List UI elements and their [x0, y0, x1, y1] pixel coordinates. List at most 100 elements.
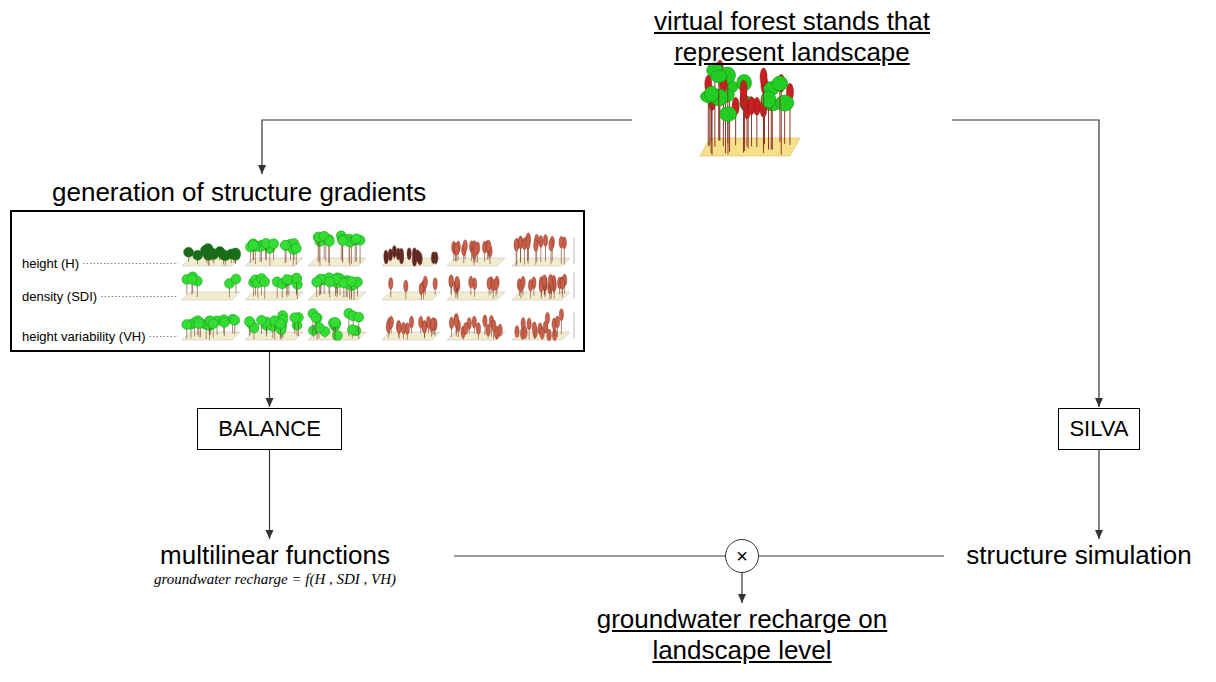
art-stroke — [431, 318, 435, 330]
art-stroke — [389, 278, 393, 290]
art-stroke — [426, 316, 430, 328]
leader-line — [101, 296, 178, 297]
row-label: height (H) — [22, 256, 79, 271]
node-label: groundwater recharge = f(H , SDI , VH) — [100, 571, 450, 588]
flow-connector — [262, 120, 632, 174]
art-stroke — [709, 97, 710, 146]
art-stroke — [338, 236, 348, 246]
node-label: virtual forest stands that represent lan… — [632, 6, 952, 68]
art-stroke — [269, 239, 279, 249]
art-stroke — [433, 278, 437, 290]
art-stroke — [208, 319, 218, 329]
art-stroke — [245, 332, 303, 340]
flow-connector — [759, 555, 944, 556]
art-stroke — [184, 247, 194, 257]
art-stroke — [404, 280, 408, 292]
art-stroke — [409, 316, 413, 328]
art-stroke — [559, 236, 563, 248]
art-stroke — [492, 320, 496, 332]
art-stroke — [275, 319, 285, 329]
art-stroke — [219, 317, 229, 327]
art-stroke — [407, 248, 411, 260]
art-stroke — [711, 70, 727, 83]
art-stroke — [474, 243, 478, 255]
art-stroke — [574, 238, 575, 264]
art-stroke — [552, 329, 556, 341]
art-stroke — [528, 279, 532, 291]
flow-connector — [269, 450, 270, 539]
art-stroke — [574, 272, 575, 298]
art-stroke — [549, 239, 553, 251]
art-stroke — [539, 235, 543, 247]
art-stroke — [280, 240, 290, 250]
art-stroke — [182, 320, 192, 330]
node-label: structure simulation — [948, 540, 1210, 571]
art-stroke — [354, 312, 364, 322]
node-label: SILVA — [1069, 416, 1128, 442]
art-stroke — [331, 318, 341, 328]
art-stroke — [469, 276, 473, 288]
art-stroke — [187, 274, 197, 284]
art-stroke — [401, 322, 405, 334]
art-stroke — [244, 317, 254, 327]
art-stroke — [487, 278, 491, 290]
art-stroke — [256, 315, 266, 325]
result-text: structure simulation — [948, 540, 1210, 571]
art-stroke — [463, 240, 467, 252]
art-stroke — [311, 312, 321, 322]
art-stroke — [230, 315, 240, 325]
row-label: height variability (VH) — [22, 329, 146, 344]
process-box: SILVA — [1058, 408, 1140, 450]
art-stroke — [290, 313, 300, 323]
art-stroke — [384, 252, 388, 264]
art-stroke — [532, 322, 536, 334]
art-stroke — [422, 321, 426, 333]
art-stroke — [397, 322, 401, 334]
art-stroke — [392, 245, 396, 257]
art-stroke — [574, 312, 575, 338]
art-stroke — [772, 105, 773, 150]
row-label: density (SDI) — [22, 289, 97, 304]
art-stroke — [760, 68, 767, 86]
art-stroke — [719, 107, 737, 122]
art-stroke — [182, 292, 240, 300]
art-stroke — [346, 276, 356, 286]
art-stroke — [325, 277, 335, 287]
flow-connector — [454, 555, 725, 556]
art-stroke — [540, 327, 544, 339]
art-stroke — [526, 237, 530, 249]
flow-connector — [1098, 450, 1099, 539]
leader-line — [150, 336, 178, 337]
art-stroke — [527, 318, 531, 330]
art-stroke — [449, 317, 453, 329]
art-stroke — [351, 234, 361, 244]
art-stroke — [194, 318, 204, 328]
art-stroke — [523, 326, 527, 338]
art-stroke — [483, 315, 487, 327]
art-stroke — [534, 240, 538, 252]
art-stroke — [389, 316, 393, 328]
art-stroke — [560, 278, 564, 290]
process-box: BALANCE — [197, 408, 342, 450]
art-stroke — [454, 315, 458, 327]
art-stroke — [560, 277, 564, 289]
node-label: groundwater recharge on landscape level — [582, 604, 902, 666]
art-stroke — [521, 276, 525, 288]
art-stroke — [718, 76, 719, 140]
art-stroke — [464, 322, 468, 334]
art-stroke — [476, 323, 480, 335]
art-stroke — [291, 243, 301, 253]
art-stroke — [449, 276, 453, 288]
node-label: × — [736, 546, 748, 566]
art-stroke — [514, 239, 518, 251]
art-stroke — [347, 325, 357, 335]
art-stroke — [282, 274, 292, 284]
art-stroke — [740, 80, 747, 98]
art-stroke — [226, 249, 236, 259]
art-stroke — [455, 276, 459, 288]
result-text: multilinear functionsgroundwater recharg… — [100, 540, 450, 588]
art-stroke — [418, 253, 422, 265]
flow-connector — [741, 573, 742, 603]
art-stroke — [454, 243, 458, 255]
art-stroke — [231, 274, 241, 284]
